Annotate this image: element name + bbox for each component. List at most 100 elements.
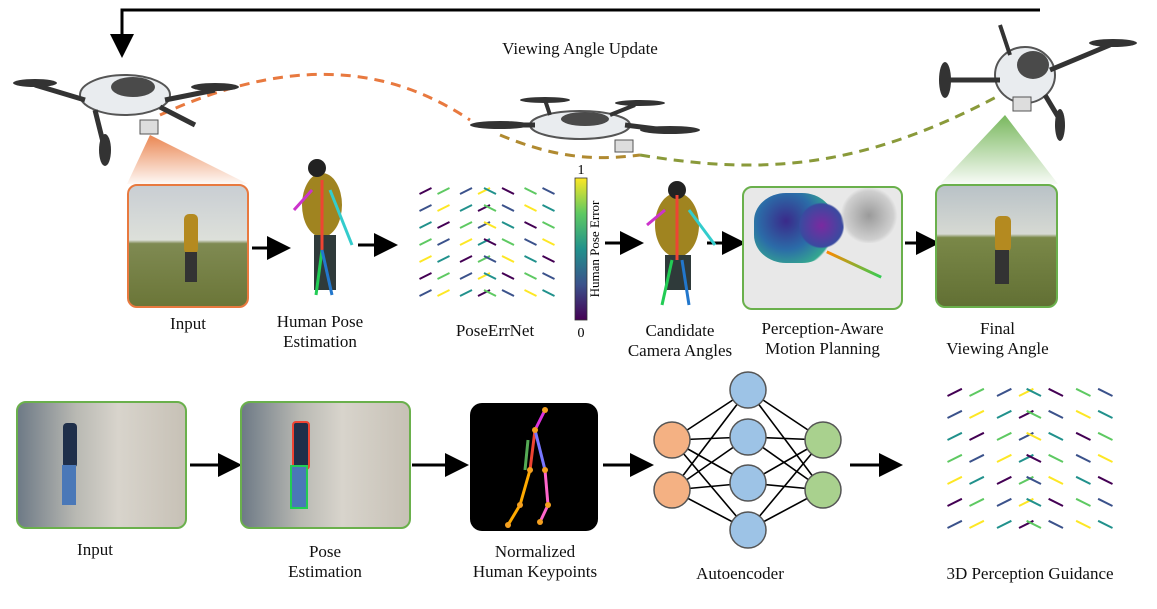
viewing-angle-update-arrow [110, 8, 1040, 58]
trajectory-orange [159, 72, 471, 122]
error-vector-51 [1097, 431, 1113, 441]
error-vector-37 [501, 221, 515, 229]
error-vector-15 [459, 204, 473, 212]
colorbar: 1 0 Human Pose Error [574, 163, 602, 341]
error-vector-52 [542, 238, 555, 246]
error-vector-49 [1097, 387, 1113, 397]
error-vector-47 [524, 272, 537, 280]
latent-node-2 [729, 464, 767, 502]
error-vector-6 [419, 289, 432, 297]
error-vector-38 [501, 238, 515, 246]
colorbar-min: 0 [578, 326, 585, 341]
label-candidate: Candidate Camera Angles [627, 321, 733, 360]
error-vector-40 [1048, 497, 1064, 507]
error-vector-38 [1048, 453, 1064, 463]
error-vector-48 [1075, 519, 1091, 529]
error-vector-34 [1026, 519, 1042, 529]
error-vector-1 [419, 204, 432, 212]
camera-cone-final [940, 115, 1058, 184]
error-vector-48 [524, 289, 537, 297]
error-vector-4 [947, 475, 963, 485]
error-vector-39 [501, 255, 515, 263]
drone-icon-right [939, 24, 1137, 141]
label-3d-guidance: 3D Perception Guidance [946, 564, 1114, 583]
error-vector-36 [1048, 409, 1064, 419]
error-vector-4 [419, 255, 432, 263]
decoder-node-0 [804, 421, 842, 459]
label-input-bottom: Input [77, 540, 113, 559]
error-vector-47 [1075, 497, 1091, 507]
error-vector-3 [947, 453, 963, 463]
pose-error-vectors-top [419, 187, 555, 297]
colorbar-gradient [574, 177, 588, 321]
error-vector-37 [1048, 431, 1064, 441]
error-vector-8 [969, 409, 985, 419]
error-vector-12 [437, 272, 450, 280]
error-vector-44 [1075, 431, 1091, 441]
error-vector-30 [483, 221, 497, 229]
error-vector-18 [459, 255, 473, 263]
error-vector-19 [996, 497, 1012, 507]
error-vector-6 [947, 519, 963, 529]
error-vector-10 [437, 238, 450, 246]
error-vector-42 [524, 187, 537, 195]
colorbar-title: Human Pose Error [587, 200, 602, 297]
trajectory-mid [499, 133, 641, 160]
error-vector-15 [996, 409, 1012, 419]
error-vector-53 [542, 255, 555, 263]
label-autoencoder: Autoencoder [696, 564, 784, 583]
error-vector-28 [483, 187, 497, 195]
error-vector-49 [542, 187, 555, 195]
pose-error-vectors-bottom [947, 387, 1113, 529]
error-vector-2 [947, 431, 963, 441]
error-vector-31 [483, 238, 497, 246]
error-vector-2 [419, 221, 432, 229]
label-final-angle: Final Viewing Angle [946, 319, 1049, 358]
error-vector-31 [1026, 453, 1042, 463]
error-vector-7 [969, 387, 985, 397]
drone-icon-left [13, 74, 239, 166]
error-vector-24 [1018, 453, 1034, 463]
error-vector-33 [1026, 497, 1042, 507]
error-vector-42 [1075, 387, 1091, 397]
ae-edge [747, 439, 824, 531]
latent-node-3 [729, 511, 767, 549]
error-vector-23 [1018, 431, 1034, 441]
label-pose-estimation-bottom: Pose Estimation [288, 542, 362, 581]
error-vector-20 [996, 519, 1012, 529]
label-poseerrnet: PoseErrNet [455, 321, 535, 340]
error-vector-33 [483, 272, 497, 280]
drone-icon-middle [470, 97, 700, 153]
error-vector-5 [419, 272, 432, 280]
error-vector-14 [996, 387, 1012, 397]
error-vector-29 [1026, 409, 1042, 419]
trajectory-olive [639, 93, 1001, 167]
error-vector-43 [1075, 409, 1091, 419]
error-vector-7 [437, 187, 450, 195]
motion-planning-panel [742, 186, 903, 310]
error-vector-41 [1048, 519, 1064, 529]
error-vector-54 [1097, 497, 1113, 507]
error-vector-54 [542, 272, 555, 280]
error-vector-36 [501, 204, 515, 212]
error-vector-45 [1075, 453, 1091, 463]
error-vector-18 [996, 475, 1012, 485]
error-vector-55 [542, 289, 555, 297]
normalized-keypoints-panel [470, 403, 598, 531]
error-vector-53 [1097, 475, 1113, 485]
decoder-node-1 [804, 471, 842, 509]
ae-edge [747, 389, 824, 491]
error-vector-32 [483, 255, 497, 263]
encoder-node-1 [653, 471, 691, 509]
autoencoder-network [653, 371, 842, 549]
error-vector-55 [1097, 519, 1113, 529]
error-vector-17 [459, 238, 473, 246]
error-vector-11 [437, 255, 450, 263]
error-vector-12 [969, 497, 985, 507]
error-vector-13 [969, 519, 985, 529]
label-motion-planning: Perception-Aware Motion Planning [761, 319, 884, 358]
error-vector-17 [996, 453, 1012, 463]
latent-node-1 [729, 418, 767, 456]
camera-cone-input [127, 135, 248, 184]
